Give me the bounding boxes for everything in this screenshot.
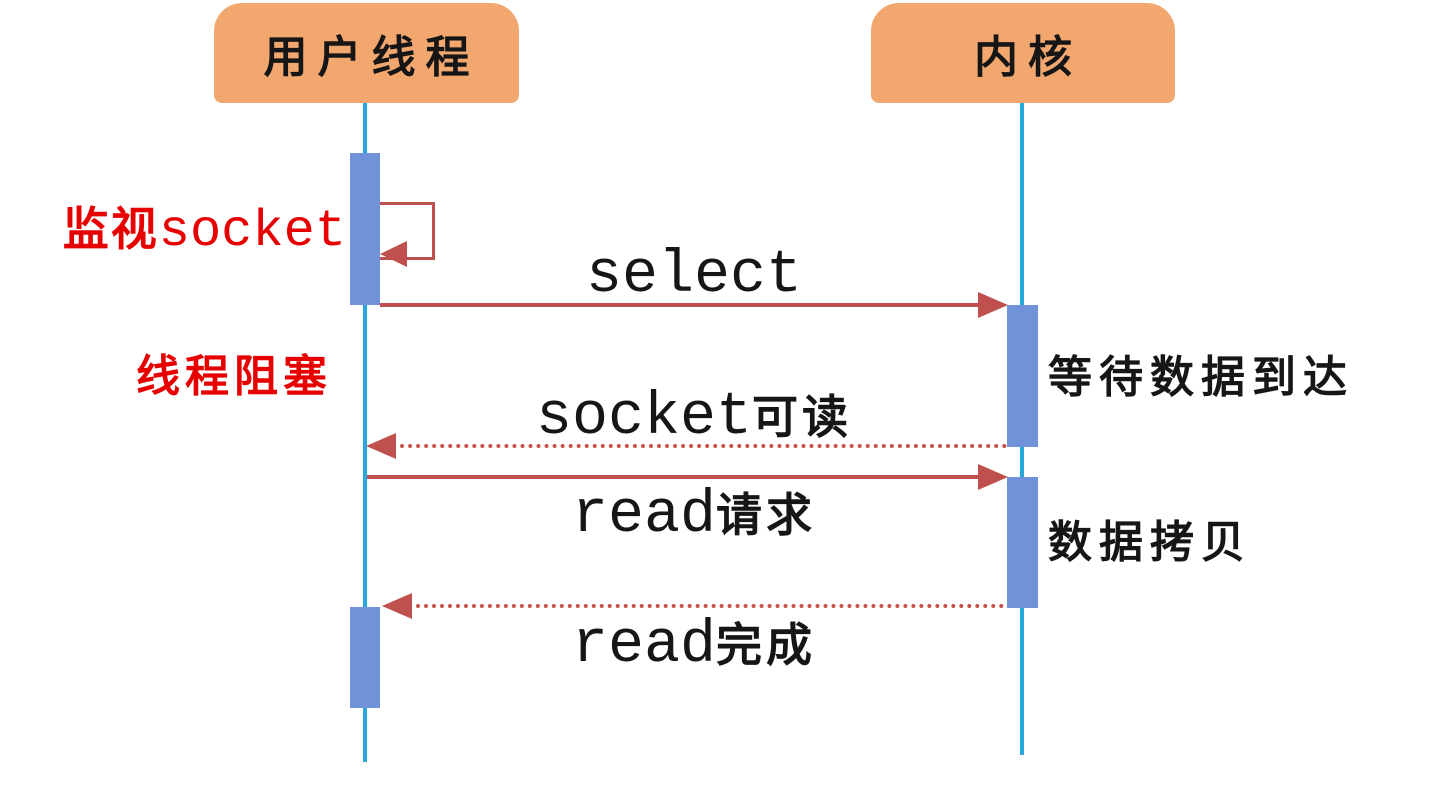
self-loop-arrowhead-icon (380, 241, 407, 267)
read-complete-arrowhead-icon (382, 593, 412, 619)
message-label-socket-readable: socket可读 (380, 388, 1008, 448)
note-data-copy: 数据拷贝 (1048, 518, 1252, 567)
message-label-read-complete-latin: read (571, 612, 717, 680)
note-thread-blocked: 线程阻塞 (136, 352, 332, 401)
user-thread-lifeline (363, 103, 367, 762)
actor-label-kernel: 内核 (974, 33, 1082, 82)
message-label-read-request: read请求 (380, 486, 1008, 546)
select-arrow-line (380, 303, 983, 307)
message-label-read-complete-zh: 完成 (716, 619, 817, 671)
actor-label-user-thread: 用户线程 (263, 33, 480, 82)
message-label-select: select (380, 246, 1008, 306)
message-label-read-complete: read完成 (380, 616, 1008, 676)
message-label-read-request-zh: 请求 (716, 489, 817, 541)
read-complete-arrow-line (408, 604, 1012, 608)
read-request-arrowhead-icon (978, 464, 1008, 490)
note-monitor-socket: 监视socket (0, 206, 346, 258)
select-arrowhead-icon (978, 292, 1008, 318)
actor-box-kernel: 内核 (871, 3, 1175, 103)
note-wait-data-arrive: 等待数据到达 (1048, 353, 1354, 402)
kernel-activation-bar-1 (1007, 305, 1038, 447)
message-label-socket-readable-zh: 可读 (752, 391, 853, 443)
socket-readable-arrowhead-icon (366, 433, 396, 459)
message-label-socket-readable-latin: socket (535, 384, 753, 452)
socket-readable-arrow-line (392, 444, 1007, 448)
message-label-read-request-latin: read (571, 482, 717, 550)
message-label-select-latin: select (585, 242, 803, 310)
note-monitor-socket-latin: socket (158, 202, 346, 261)
actor-box-user-thread: 用户线程 (214, 3, 519, 103)
read-request-arrow-line (367, 475, 983, 479)
note-monitor-socket-zh: 监视 (62, 203, 159, 255)
user-activation-bar-1 (350, 153, 380, 305)
self-loop-arrow (380, 202, 435, 260)
kernel-activation-bar-2 (1007, 477, 1038, 608)
user-activation-bar-2 (350, 607, 380, 708)
